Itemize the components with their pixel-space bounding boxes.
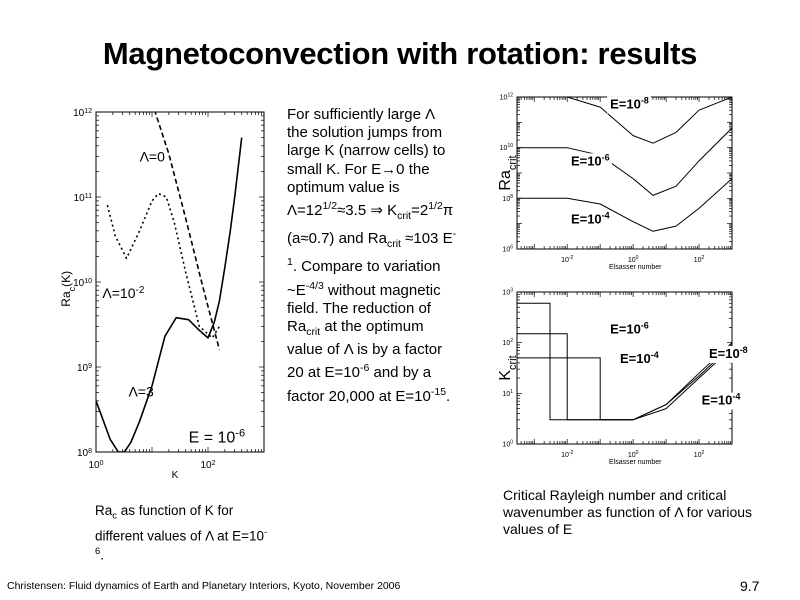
y-axis-label: Rac(K) <box>59 271 77 307</box>
x-axis-label: K <box>172 470 179 481</box>
caption-left: Rac as function of K for different value… <box>95 503 268 563</box>
x-tick-label: 100 <box>88 460 103 472</box>
y-tick-label: 108 <box>502 194 513 203</box>
y-axis-label: Kcrit <box>497 355 519 380</box>
annotation-label: Λ=3 <box>128 383 154 399</box>
y-tick-label: 109 <box>77 363 92 375</box>
y-tick-label: 1012 <box>73 108 92 120</box>
annotation-label: E=10-4 <box>620 350 659 366</box>
series-line-3 <box>96 137 243 452</box>
x-tick-label: 102 <box>694 450 705 459</box>
annotation-bg <box>705 345 750 363</box>
annotation-bg <box>607 96 652 114</box>
annotation-label: E=10-4 <box>571 211 610 227</box>
caption-right: Critical Rayleigh number and critical wa… <box>503 487 753 537</box>
annotation-label: E = 10-6 <box>189 427 245 446</box>
plot-frame <box>516 291 733 445</box>
annotation-label: E=10-6 <box>571 152 610 168</box>
x-axis-label: Elsasser number <box>609 459 662 466</box>
y-tick-label: 108 <box>77 448 92 460</box>
x-tick-label: 10-2 <box>561 255 573 264</box>
annotation-bg <box>567 211 612 229</box>
series-line-2 <box>517 127 732 196</box>
annotation-label: E=10-6 <box>610 321 649 337</box>
y-tick-label: 1010 <box>500 143 514 152</box>
series-line-2 <box>106 192 221 339</box>
annotation-label: Λ=0 <box>140 149 166 165</box>
annotation-bg <box>617 350 661 368</box>
footer-citation: Christensen: Fluid dynamics of Earth and… <box>7 580 401 592</box>
series-line-1 <box>154 112 221 350</box>
annotation-bg <box>607 321 652 339</box>
y-tick-label: 101 <box>502 389 513 398</box>
annotation-bg <box>567 153 612 171</box>
x-tick-label: 102 <box>200 460 215 472</box>
slide-number: 9.7 <box>740 578 760 594</box>
series-line-3 <box>517 178 732 232</box>
x-tick-label: 100 <box>628 255 639 264</box>
x-tick-label: 10-2 <box>561 450 573 459</box>
annotation-label: E=10-8 <box>610 96 649 112</box>
series-line-1 <box>517 97 732 144</box>
slide-title: Magnetoconvection with rotation: results <box>102 36 698 71</box>
y-tick-label: 1011 <box>74 193 92 205</box>
y-axis-label: Racrit <box>497 155 519 190</box>
explanation-text: For sufficiently large Λ the solution ju… <box>287 106 457 405</box>
y-tick-label: 106 <box>502 245 513 254</box>
y-tick-label: 100 <box>502 440 513 449</box>
y-tick-label: 1010 <box>73 278 92 290</box>
y-tick-label: 1012 <box>500 93 514 102</box>
annotation-bg <box>698 392 743 410</box>
annotation-label: Λ=10-2 <box>102 284 144 301</box>
x-tick-label: 102 <box>694 255 705 264</box>
x-tick-label: 100 <box>628 450 639 459</box>
annotation-label: E=10-8 <box>709 345 748 361</box>
series-line-3 <box>517 347 732 421</box>
y-tick-label: 102 <box>502 338 513 347</box>
annotation-label: E=10-4 <box>702 392 741 408</box>
y-tick-label: 103 <box>502 288 513 297</box>
x-axis-label: Elsasser number <box>609 264 662 271</box>
